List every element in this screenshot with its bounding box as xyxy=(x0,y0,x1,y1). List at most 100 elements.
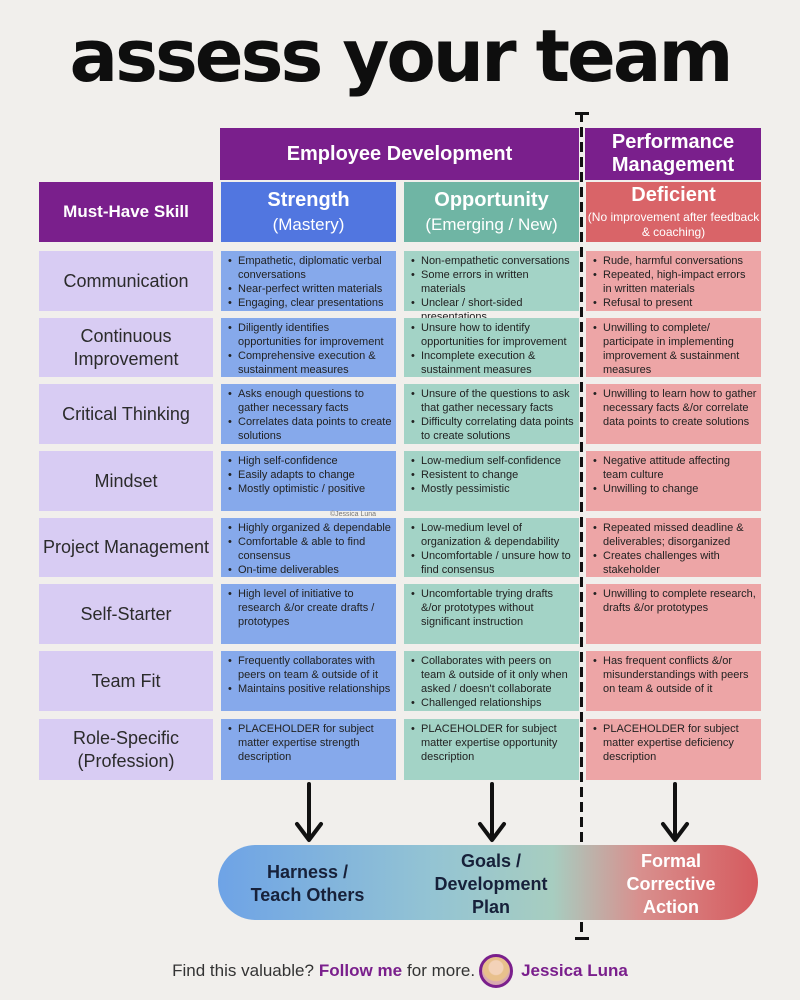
opportunity-cell: Low-medium self-confidenceResistent to c… xyxy=(404,451,579,511)
strength-list: PLACEHOLDER for subject matter expertise… xyxy=(227,722,392,764)
opportunity-list: PLACEHOLDER for subject matter expertise… xyxy=(410,722,575,764)
deficient-cell: Repeated missed deadline & deliverables;… xyxy=(586,518,761,577)
opportunity-cell: PLACEHOLDER for subject matter expertise… xyxy=(404,719,579,780)
opportunity-list: Low-medium self-confidenceResistent to c… xyxy=(410,454,575,496)
skill-cell: Critical Thinking xyxy=(39,384,213,444)
strength-list: Diligently identifies opportunities for … xyxy=(227,321,392,377)
skill-cell: Continuous Improvement xyxy=(39,318,213,377)
opportunity-list: Unsure of the questions to ask that gath… xyxy=(410,387,575,443)
deficient-list: Unwilling to complete research, drafts &… xyxy=(592,587,757,615)
strength-list: Asks enough questions to gather necessar… xyxy=(227,387,392,443)
divider-cap-top xyxy=(575,112,589,115)
opportunity-cell: Non-empathetic conversationsSome errors … xyxy=(404,251,579,323)
strength-list: High level of initiative to research &/o… xyxy=(227,587,392,629)
bullet-item: Easily adapts to change xyxy=(227,468,392,482)
footer-suffix: for more. xyxy=(407,961,476,980)
bullet-item: Diligently identifies opportunities for … xyxy=(227,321,392,349)
deficient-title: Deficient xyxy=(631,184,716,206)
opportunity-list: Collaborates with peers on team & outsid… xyxy=(410,654,575,710)
section-divider xyxy=(580,112,583,940)
strength-cell: Frequently collaborates with peers on te… xyxy=(221,651,396,711)
deficient-list: Unwilling to learn how to gather necessa… xyxy=(592,387,757,429)
bullet-item: Uncomfortable / unsure how to find conse… xyxy=(410,549,575,577)
bullet-item: Maintains positive relationships xyxy=(227,682,392,696)
bullet-item: Resistent to change xyxy=(410,468,575,482)
bullet-item: Unwilling to change xyxy=(592,482,757,496)
opportunity-cell: Low-medium level of organization & depen… xyxy=(404,518,579,577)
footer-prefix: Find this valuable? xyxy=(172,961,314,980)
page-title: assess your team xyxy=(69,14,734,98)
strength-list: Empathetic, diplomatic verbal conversati… xyxy=(227,254,392,310)
bullet-item: Frequently collaborates with peers on te… xyxy=(227,654,392,682)
deficient-column-header: Deficient (No improvement after feedback… xyxy=(586,182,761,242)
outcome-goals: Goals / Development Plan xyxy=(434,850,548,917)
bullet-item: Comfortable & able to find consensus xyxy=(227,535,392,563)
strength-list: High self-confidenceEasily adapts to cha… xyxy=(227,454,392,496)
bullet-item: Rude, harmful conversations xyxy=(592,254,757,268)
bullet-item: Correlates data points to create solutio… xyxy=(227,415,392,443)
bullet-item: Has frequent conflicts &/or misunderstan… xyxy=(592,654,757,696)
bullet-item: Highly organized & dependable xyxy=(227,521,392,535)
bullet-item: Asks enough questions to gather necessar… xyxy=(227,387,392,415)
bullet-item: Unwilling to complete research, drafts &… xyxy=(592,587,757,615)
opportunity-arrow-icon xyxy=(478,782,506,842)
follow-link[interactable]: Follow me xyxy=(318,961,403,980)
bullet-item: Unwilling to complete/ participate in im… xyxy=(592,321,757,377)
bullet-item: Repeated missed deadline & deliverables;… xyxy=(592,521,757,549)
bullet-item: Refusal to present xyxy=(592,296,757,310)
outcome-corrective: Formal Corrective Action xyxy=(626,850,716,917)
opportunity-list: Unsure how to identify opportunities for… xyxy=(410,321,575,377)
deficient-list: Negative attitude affecting team culture… xyxy=(592,454,757,496)
opportunity-title: Opportunity xyxy=(434,189,549,211)
skill-cell: Mindset xyxy=(39,451,213,511)
must-have-skill-header: Must-Have Skill xyxy=(39,182,213,242)
author-name[interactable]: Jessica Luna xyxy=(521,961,628,980)
strength-title: Strength xyxy=(267,189,350,211)
deficient-subtitle: (No improvement after feedback & coachin… xyxy=(587,210,760,239)
deficient-list: Rude, harmful conversationsRepeated, hig… xyxy=(592,254,757,310)
deficient-cell: Unwilling to learn how to gather necessa… xyxy=(586,384,761,444)
strength-cell: Empathetic, diplomatic verbal conversati… xyxy=(221,251,396,311)
strength-cell: High level of initiative to research &/o… xyxy=(221,584,396,644)
bullet-item: On-time deliverables xyxy=(227,563,392,577)
bullet-item: Mostly optimistic / positive xyxy=(227,482,392,496)
skill-cell: Project Management xyxy=(39,518,213,577)
bullet-item: Uncomfortable trying drafts &/or prototy… xyxy=(410,587,575,629)
opportunity-cell: Unsure how to identify opportunities for… xyxy=(404,318,579,377)
deficient-list: Repeated missed deadline & deliverables;… xyxy=(592,521,757,577)
deficient-cell: Has frequent conflicts &/or misunderstan… xyxy=(586,651,761,711)
author-avatar xyxy=(479,954,514,988)
strength-list: Highly organized & dependableComfortable… xyxy=(227,521,392,577)
bullet-item: PLACEHOLDER for subject matter expertise… xyxy=(592,722,757,764)
skill-cell: Team Fit xyxy=(39,651,213,711)
deficient-arrow-icon xyxy=(661,782,689,842)
strength-cell: High self-confidenceEasily adapts to cha… xyxy=(221,451,396,511)
skill-cell: Self-Starter xyxy=(39,584,213,644)
bullet-item: Unsure how to identify opportunities for… xyxy=(410,321,575,349)
opportunity-column-header: Opportunity (Emerging / New) xyxy=(404,182,579,242)
opportunity-list: Low-medium level of organization & depen… xyxy=(410,521,575,577)
strength-cell: Diligently identifies opportunities for … xyxy=(221,318,396,377)
deficient-cell: Negative attitude affecting team culture… xyxy=(586,451,761,511)
skill-cell: Role-Specific (Profession) xyxy=(39,719,213,780)
bullet-item: Difficulty correlating data points to cr… xyxy=(410,415,575,443)
opportunity-cell: Uncomfortable trying drafts &/or prototy… xyxy=(404,584,579,644)
skill-cell: Communication xyxy=(39,251,213,311)
bullet-item: Incomplete execution & sustainment measu… xyxy=(410,349,575,377)
bullet-item: Negative attitude affecting team culture xyxy=(592,454,757,482)
bullet-item: Low-medium self-confidence xyxy=(410,454,575,468)
strength-cell: Highly organized & dependableComfortable… xyxy=(221,518,396,577)
bullet-item: PLACEHOLDER for subject matter expertise… xyxy=(410,722,575,764)
opportunity-cell: Unsure of the questions to ask that gath… xyxy=(404,384,579,444)
deficient-cell: PLACEHOLDER for subject matter expertise… xyxy=(586,719,761,780)
deficient-list: Has frequent conflicts &/or misunderstan… xyxy=(592,654,757,696)
bullet-item: Repeated, high-impact errors in written … xyxy=(592,268,757,296)
outcomes-bar xyxy=(218,845,758,920)
strength-list: Frequently collaborates with peers on te… xyxy=(227,654,392,696)
bullet-item: Low-medium level of organization & depen… xyxy=(410,521,575,549)
strength-cell: PLACEHOLDER for subject matter expertise… xyxy=(221,719,396,780)
bullet-item: Challenged relationships xyxy=(410,696,575,710)
outcome-harness: Harness / Teach Others xyxy=(250,862,365,905)
strength-arrow-icon xyxy=(295,782,323,842)
watermark: ©Jessica Luna xyxy=(330,511,377,518)
